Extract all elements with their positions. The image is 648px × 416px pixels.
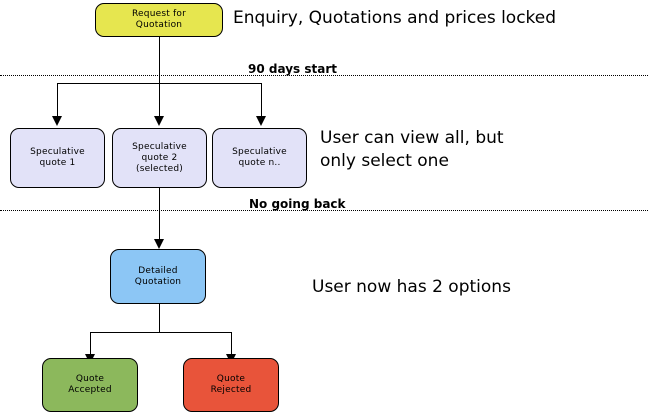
connector-branch-spec2	[159, 83, 160, 118]
phase-separator-line-2	[0, 210, 648, 211]
connector-branch-spec1	[57, 83, 58, 118]
node-detailed-quotation[interactable]: Detailed Quotation	[110, 249, 206, 304]
connector-detailed-stem	[159, 304, 160, 333]
node-speculative-quote-n[interactable]: Speculative quote n..	[212, 128, 307, 188]
connector-branch-accepted	[90, 332, 91, 358]
annotation-user-now-has-2-options: User now has 2 options	[312, 277, 511, 297]
connector-spec2-to-detailed	[159, 188, 160, 244]
connector-branch-rejected	[231, 332, 232, 358]
arrowhead-spec3	[256, 116, 266, 126]
node-quote-rejected[interactable]: Quote Rejected	[183, 358, 279, 412]
arrowhead-spec2	[154, 116, 164, 126]
phase-label-90-days-start: 90 days start	[248, 62, 337, 76]
annotation-enquiry-prices-locked: Enquiry, Quotations and prices locked	[233, 8, 557, 28]
phase-label-no-going-back: No going back	[249, 197, 346, 211]
connector-branch-spec3	[261, 83, 262, 118]
node-speculative-quote-2-selected[interactable]: Speculative quote 2 (selected)	[112, 128, 207, 188]
node-quote-accepted[interactable]: Quote Accepted	[42, 358, 138, 412]
node-request-for-quotation[interactable]: Request for Quotation	[95, 3, 223, 37]
node-speculative-quote-1[interactable]: Speculative quote 1	[10, 128, 105, 188]
annotation-user-can-view-all: User can view all, but only select one	[320, 128, 504, 171]
connector-rfq-stem	[159, 37, 160, 83]
arrowhead-spec1	[52, 116, 62, 126]
phase-separator-line-1	[0, 75, 648, 76]
connector-split-bar	[90, 332, 232, 333]
arrowhead-detailed	[154, 239, 164, 249]
